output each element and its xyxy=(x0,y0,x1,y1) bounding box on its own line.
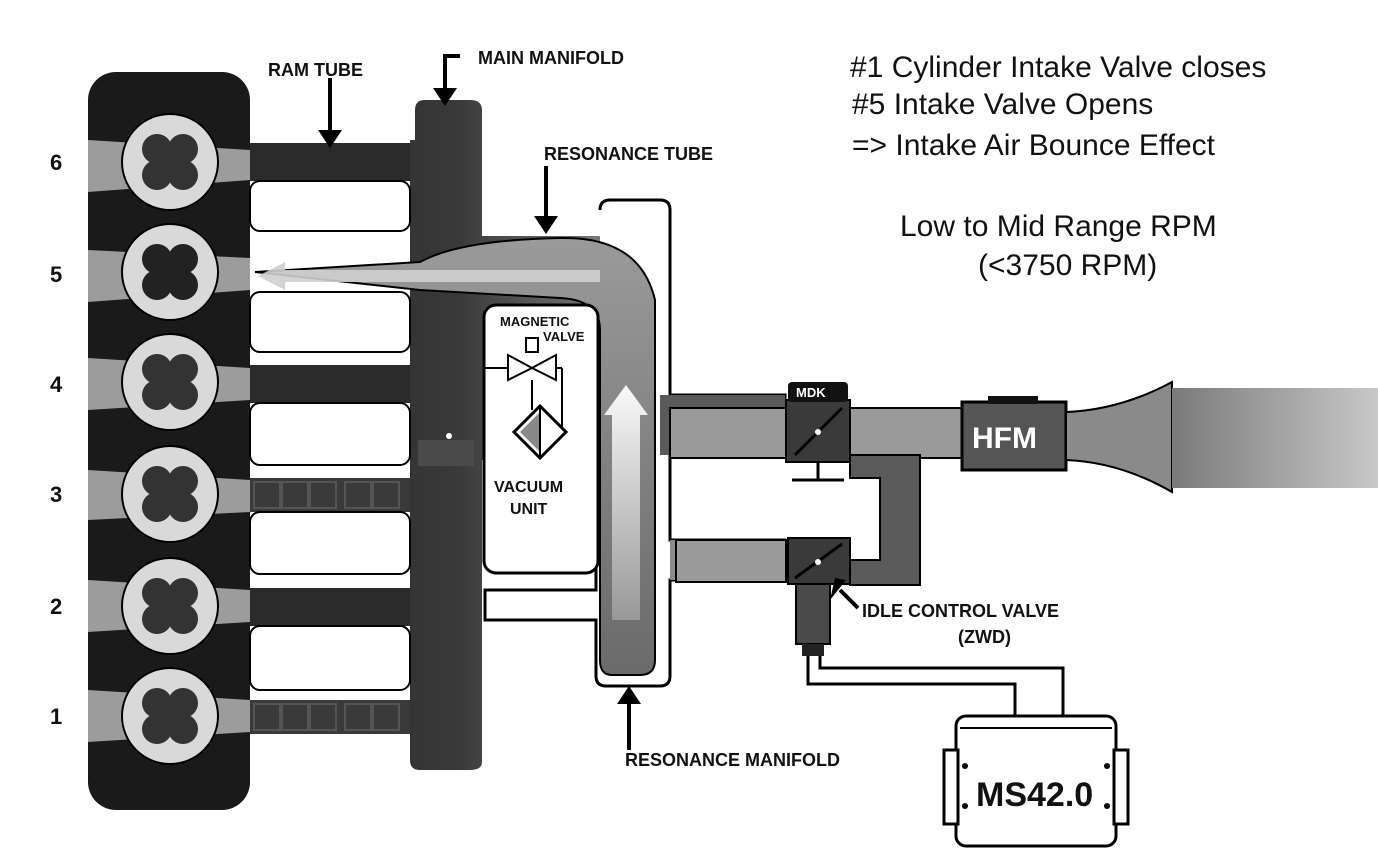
airflow-up-arrow xyxy=(604,385,648,620)
cylinder-number-6: 6 xyxy=(50,150,62,175)
runner-gaps xyxy=(249,180,411,691)
cylinder-number-3: 3 xyxy=(50,482,62,507)
resonance-tube-label: RESONANCE TUBE xyxy=(544,144,713,164)
magnetic-valve-label-1: MAGNETIC xyxy=(500,314,570,329)
cylinder-6 xyxy=(121,113,219,211)
cylinder-5 xyxy=(121,223,219,321)
vacuum-unit-symbol xyxy=(511,403,569,461)
idle-bypass-tube xyxy=(849,454,921,586)
ecu-label: MS42.0 xyxy=(976,776,1093,814)
hfm-sensor xyxy=(960,396,1068,472)
cylinder-2 xyxy=(121,557,219,655)
ecu-wires xyxy=(806,656,1065,720)
hfm-label: HFM xyxy=(972,422,1037,455)
ram-tube-segments xyxy=(250,433,474,734)
note-line-1: #1 Cylinder Intake Valve closes xyxy=(850,51,1266,84)
cylinder-number-1: 1 xyxy=(50,704,62,729)
main-manifold-label: MAIN MANIFOLD xyxy=(478,48,624,68)
cylinder-number-5: 5 xyxy=(50,262,62,287)
mdk-label: MDK xyxy=(796,385,826,400)
rpm-note-1: Low to Mid Range RPM xyxy=(900,210,1217,243)
resonance-manifold-label: RESONANCE MANIFOLD xyxy=(625,750,840,770)
cylinder-number-4: 4 xyxy=(50,372,63,397)
idle-valve-label-2: (ZWD) xyxy=(958,627,1011,647)
ms42-ecu xyxy=(942,714,1130,848)
idle-valve-label-1: IDLE CONTROL VALVE xyxy=(862,601,1059,621)
resonance-tube xyxy=(254,236,656,676)
vacuum-unit-label-2: UNIT xyxy=(510,501,548,518)
airflow-left-arrow xyxy=(258,262,600,290)
cylinder-3 xyxy=(121,445,219,543)
magnetic-valve-symbol xyxy=(484,337,563,430)
cylinder-number-2: 2 xyxy=(50,594,62,619)
mdk-throttle xyxy=(785,382,851,482)
cylinder-4 xyxy=(121,333,219,431)
incoming-air xyxy=(1172,388,1378,488)
rpm-note-2: (<3750 RPM) xyxy=(978,249,1157,282)
label-pointers xyxy=(318,54,860,750)
cylinder-1 xyxy=(121,667,219,765)
note-line-3: => Intake Air Bounce Effect xyxy=(852,129,1216,162)
ram-tube-label: RAM TUBE xyxy=(268,60,363,80)
vacuum-unit-label-1: VACUUM xyxy=(494,479,563,496)
note-line-2: #5 Intake Valve Opens xyxy=(852,88,1153,121)
idle-control-valve xyxy=(787,537,851,656)
intake-horn xyxy=(1065,380,1173,494)
magnetic-valve-label-2: VALVE xyxy=(543,329,585,344)
